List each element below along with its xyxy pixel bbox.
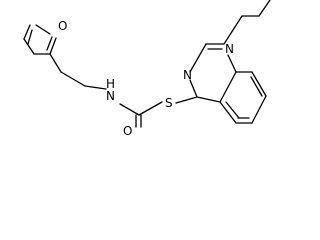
- quinazoline-n3-label: N: [183, 68, 192, 82]
- pyrimidine-ring: [189, 43, 237, 103]
- sulfur-label: S: [165, 96, 173, 110]
- carbonyl-oxygen-label: O: [123, 124, 132, 138]
- furan-oxygen-label: O: [58, 19, 67, 33]
- structure-drawing: O N H O S N N: [23, 0, 271, 138]
- amide-linker: [49, 53, 198, 128]
- amide-hydrogen-label: H: [106, 77, 115, 91]
- amide-nitrogen-label: N: [106, 89, 115, 103]
- quinazoline-n1-label: N: [225, 42, 234, 56]
- molecule-diagram: O N H O S N N: [23, 0, 271, 138]
- propyl-chain: [223, 0, 271, 45]
- benzene-ring: [219, 71, 267, 124]
- furan-ring: [23, 24, 57, 55]
